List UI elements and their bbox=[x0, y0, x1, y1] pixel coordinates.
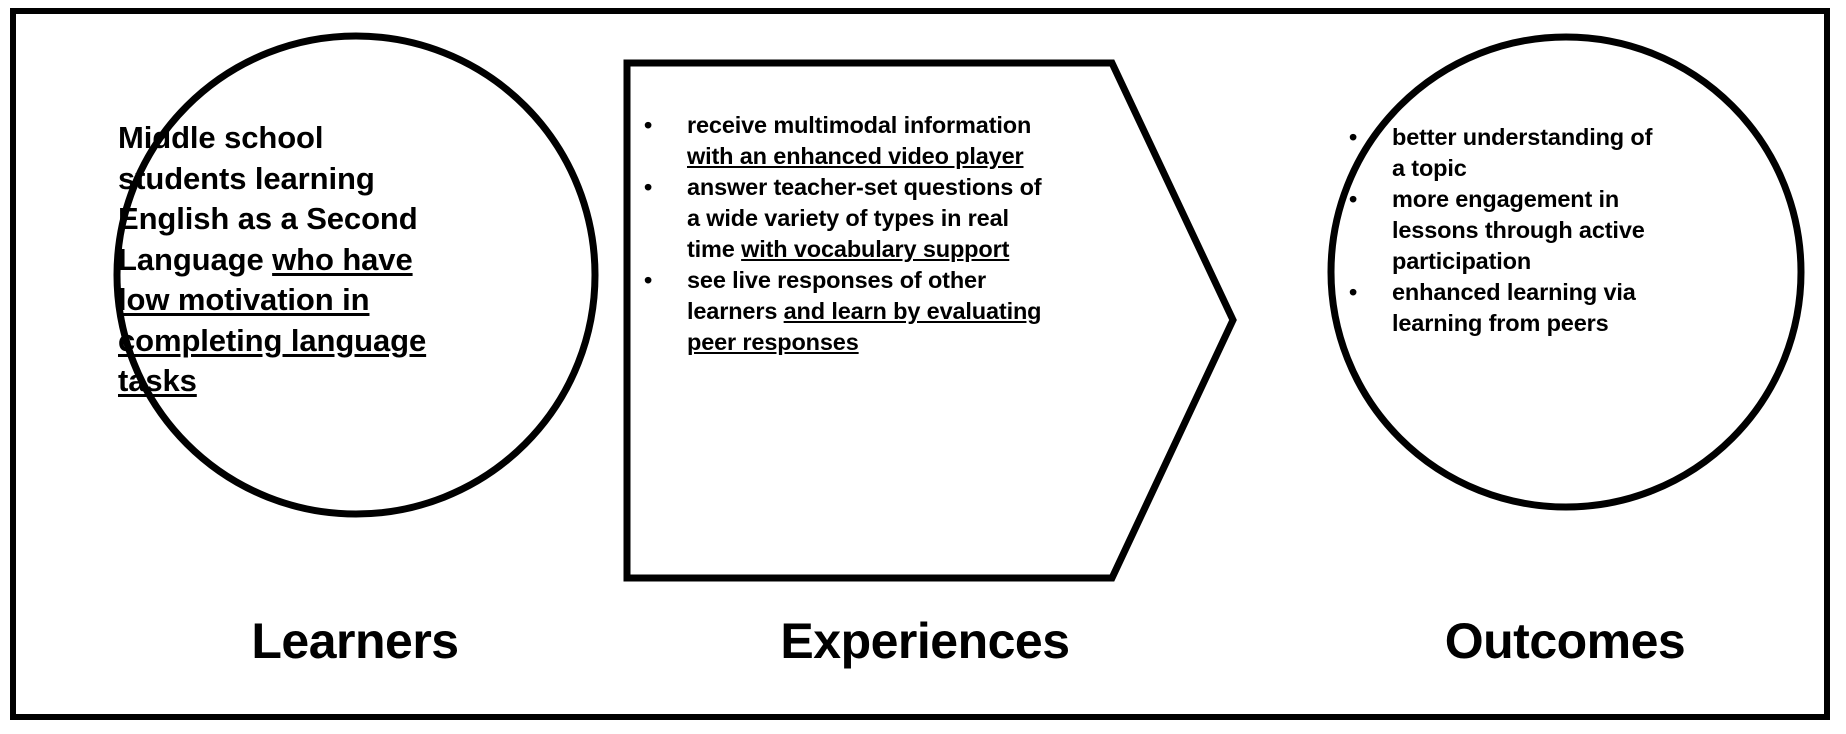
experiences-item-1-plain: receive multimodal information bbox=[687, 112, 1032, 138]
list-item: • enhanced learning via learning from pee… bbox=[1345, 277, 1655, 339]
learners-caption: Learners bbox=[251, 613, 459, 669]
bullet-icon: • bbox=[1349, 279, 1358, 305]
bullet-icon: • bbox=[1349, 124, 1358, 150]
outcomes-item-2-text: more engagement in lessons through activ… bbox=[1392, 186, 1645, 274]
bullet-icon: • bbox=[1349, 186, 1358, 212]
bullet-icon: • bbox=[644, 112, 653, 138]
learners-text-plain: Middle school students learning English … bbox=[118, 120, 418, 277]
experiences-item-1-underlined: with an enhanced video player bbox=[687, 143, 1024, 169]
outcomes-bullet-list: • better understanding of a topic • more e… bbox=[1345, 122, 1655, 339]
experiences-caption: Experiences bbox=[780, 613, 1070, 669]
experiences-item-2-plain: answer teacher-set questions of a wide v… bbox=[687, 174, 1042, 262]
experiences-item-3-plain: see live responses of other learners bbox=[687, 267, 986, 324]
list-item: • better understanding of a topic bbox=[1345, 122, 1655, 184]
list-item: • answer teacher-set questions of a wide … bbox=[640, 172, 1060, 265]
learners-description: Middle school students learning English … bbox=[118, 118, 428, 402]
experiences-bullet-list: • receive multimodal information with an … bbox=[640, 110, 1060, 358]
bullet-icon: • bbox=[644, 267, 653, 293]
list-item: • see live responses of other learners an… bbox=[640, 265, 1060, 358]
outcomes-item-1-text: better understanding of a topic bbox=[1392, 124, 1653, 181]
learners-text-underlined: who have low motivation in completing la… bbox=[118, 241, 427, 399]
list-item: • more engagement in lessons through acti… bbox=[1345, 184, 1655, 277]
outcomes-item-3-text: enhanced learning via learning from peer… bbox=[1392, 279, 1636, 336]
list-item: • receive multimodal information with an … bbox=[640, 110, 1060, 172]
outcomes-caption: Outcomes bbox=[1444, 613, 1686, 669]
bullet-icon: • bbox=[644, 174, 653, 200]
experiences-item-2-underlined: with vocabulary support bbox=[741, 236, 1010, 262]
experiences-item-3-underlined: and learn by evaluating peer responses bbox=[687, 298, 1042, 355]
